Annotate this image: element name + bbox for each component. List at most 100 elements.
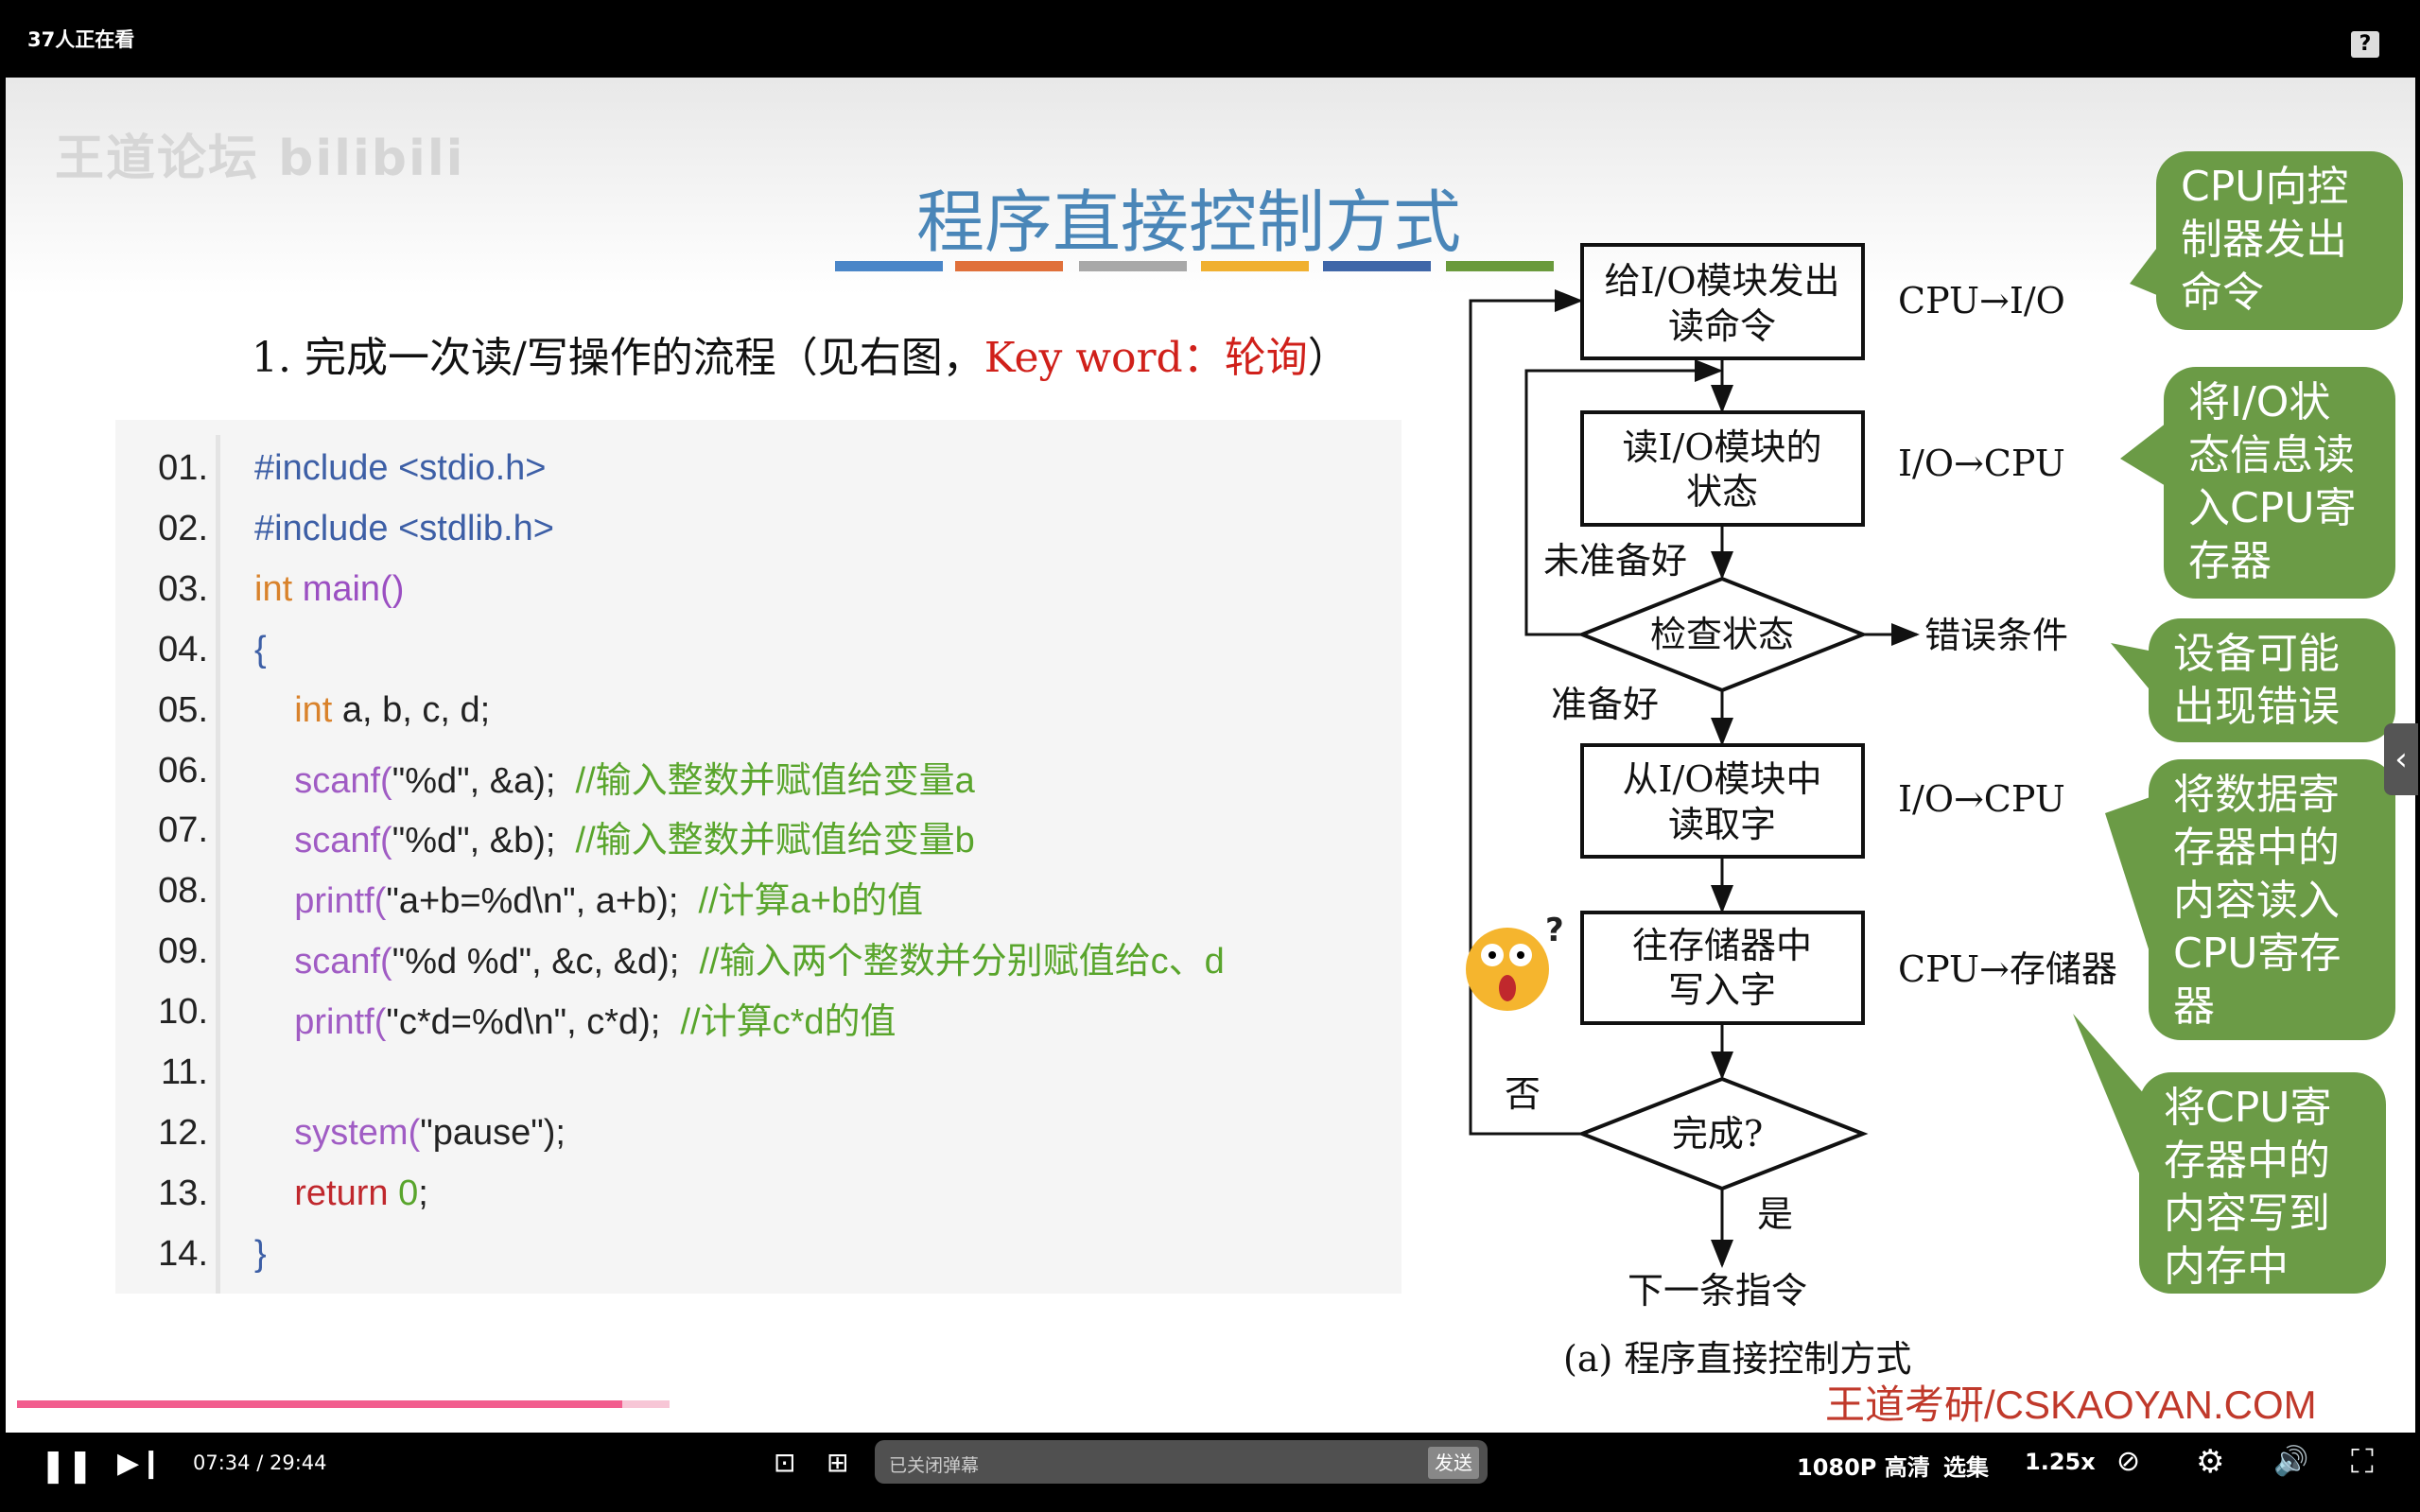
line-number: 10.	[158, 992, 208, 1033]
code-token: "c*d=%d\n", c*d);	[386, 1002, 681, 1043]
code-line: system("pause");	[254, 1113, 566, 1154]
flow-label: I/O→CPU	[1898, 778, 2065, 820]
flow-text: 给I/O模块发出	[1605, 260, 1840, 302]
danmaku-input[interactable]	[875, 1440, 1488, 1484]
code-token: ;	[418, 1173, 428, 1213]
question-mark-icon[interactable]: ?	[2351, 31, 2379, 58]
code-token: return	[254, 1173, 399, 1213]
gear-icon[interactable]: ⚙	[2196, 1443, 2225, 1481]
send-button[interactable]: 发送	[1428, 1447, 1479, 1479]
heading-text: 1. 完成一次读/写操作的流程（见右图，	[252, 334, 984, 382]
code-line: scanf("%d %d", &c, &d); //输入两个整数并分别赋值给c、…	[254, 931, 1225, 983]
code-token: printf(	[254, 881, 387, 922]
line-number: 02.	[158, 508, 208, 548]
heading-keyword: Key word：轮询	[984, 334, 1308, 382]
code-token: main()	[302, 568, 405, 609]
line-number: 04.	[158, 629, 208, 669]
line-number: 07.	[158, 810, 208, 851]
top-bar	[0, 0, 2420, 78]
code-token: scanf(	[254, 821, 392, 861]
episodes-button[interactable]: 选集	[1943, 1454, 1989, 1481]
code-token: "%d", &b);	[392, 821, 576, 861]
flow-text: 状态	[1686, 471, 1758, 513]
svg-text:?: ?	[1545, 912, 1564, 949]
callout-bubble: CPU向控制器发出命令	[2156, 151, 2403, 330]
slide-title: 程序直接控制方式	[915, 182, 1461, 262]
line-number: 08.	[158, 871, 208, 912]
flow-label: 否	[1505, 1073, 1541, 1115]
subtitle-off-icon[interactable]: ⊘	[2116, 1445, 2141, 1478]
chevron-left-icon[interactable]: ‹	[2384, 723, 2418, 795]
code-token: {	[254, 629, 267, 669]
flow-label: 错误条件	[1924, 615, 2068, 656]
pause-icon[interactable]: ❚❚	[40, 1447, 94, 1485]
flow-text: 检查状态	[1650, 614, 1794, 655]
danmaku-placeholder: 已关闭弹幕	[889, 1455, 980, 1476]
flow-text: 读命令	[1668, 305, 1776, 347]
fullscreen-icon[interactable]: ⛶	[2351, 1443, 2374, 1481]
line-number: 14.	[158, 1233, 208, 1274]
code-token: 0	[398, 1173, 419, 1213]
color-bar	[1201, 261, 1309, 271]
flow-text: 写入字	[1668, 969, 1776, 1011]
code-token: #include <stdio.h>	[254, 448, 547, 488]
color-bar	[835, 261, 943, 271]
line-number: 11.	[160, 1052, 208, 1092]
code-token: //输入整数并赋值给变量b	[575, 821, 975, 861]
flow-label: 是	[1757, 1193, 1793, 1235]
code-line: #include <stdio.h>	[254, 448, 546, 489]
code-line: {	[254, 630, 267, 670]
line-number: 05.	[158, 689, 208, 730]
code-token: "%d %d", &c, &d);	[392, 942, 700, 982]
code-line: int a, b, c, d;	[254, 690, 490, 731]
code-line: scanf("%d", &b); //输入整数并赋值给变量b	[254, 810, 975, 862]
callout-bubble: 将I/O状态信息读入CPU寄存器	[2164, 367, 2395, 599]
flow-caption: (a) 程序直接控制方式	[1563, 1338, 1911, 1380]
progress-bar[interactable]	[17, 1400, 622, 1408]
flow-label: 未准备好	[1543, 540, 1687, 582]
callout-bubble: 设备可能出现错误	[2149, 618, 2395, 742]
volume-icon[interactable]: 🔊	[2273, 1445, 2309, 1478]
code-token: //输入整数并赋值给变量a	[575, 760, 975, 801]
line-number: 06.	[158, 750, 208, 791]
flow-label: I/O→CPU	[1898, 443, 2065, 484]
color-bar	[1323, 261, 1431, 271]
watermark-site: 王道考研/CSKAOYAN.COM	[1825, 1382, 2317, 1427]
code-line: return 0;	[254, 1173, 428, 1214]
danmaku-settings-icon[interactable]: ⊞	[827, 1447, 849, 1478]
code-line: printf("a+b=%d\n", a+b); //计算a+b的值	[254, 871, 923, 923]
flow-label: CPU→I/O	[1898, 280, 2065, 322]
speed-button[interactable]: 1.25x	[2025, 1449, 2096, 1475]
flow-text: 读取字	[1668, 804, 1776, 845]
flow-text: 往存储器中	[1632, 925, 1812, 966]
time-current: 07:34	[193, 1451, 251, 1474]
code-gutter-divider	[216, 435, 220, 1294]
quality-button[interactable]: 1080P 高清	[1797, 1454, 1930, 1481]
code-line: int main()	[254, 569, 404, 610]
flow-text: 下一条指令	[1628, 1270, 1807, 1312]
code-line: scanf("%d", &a); //输入整数并赋值给变量a	[254, 751, 975, 803]
color-bar	[955, 261, 1063, 271]
line-number: 13.	[158, 1173, 208, 1213]
line-number: 01.	[158, 448, 208, 488]
code-token: "%d", &a);	[392, 760, 576, 801]
code-token: }	[254, 1233, 267, 1274]
code-line: }	[254, 1234, 267, 1275]
code-token: a, b, c, d;	[341, 689, 491, 730]
code-line: #include <stdlib.h>	[254, 509, 554, 549]
slide-heading: 1. 完成一次读/写操作的流程（见右图，Key word：轮询）	[252, 323, 1349, 384]
code-token: //输入两个整数并分别赋值给c、d	[699, 942, 1225, 982]
danmaku-toggle-icon[interactable]: ⊡	[774, 1447, 796, 1478]
next-icon[interactable]: ▶❙	[117, 1447, 164, 1480]
code-token: int	[254, 689, 342, 730]
time-total: 29:44	[269, 1451, 327, 1474]
code-token: int	[254, 568, 303, 609]
flow-text: 读I/O模块的	[1623, 426, 1822, 468]
code-token: printf(	[254, 1002, 387, 1043]
code-token: system(	[254, 1112, 421, 1153]
code-token: //计算c*d的值	[680, 1002, 897, 1043]
line-number: 03.	[158, 568, 208, 609]
time-display: 07:34 / 29:44	[193, 1451, 327, 1474]
viewer-count: 37人正在看	[27, 28, 135, 51]
